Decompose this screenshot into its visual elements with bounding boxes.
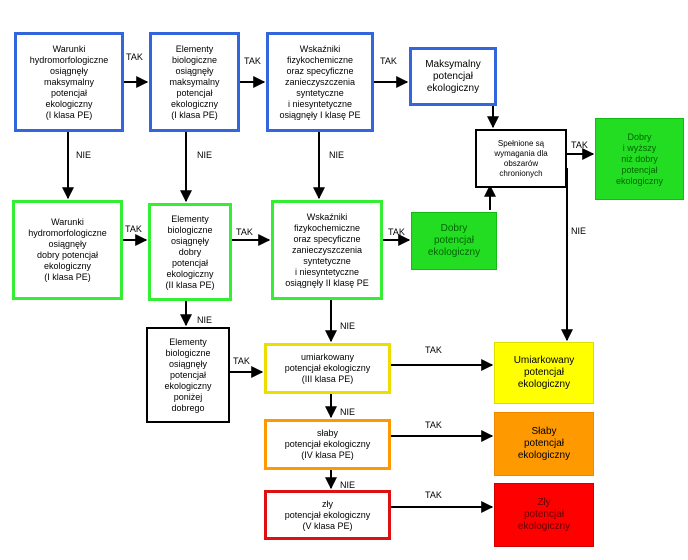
label-tak: TAK bbox=[571, 140, 588, 150]
label-tak: TAK bbox=[425, 345, 442, 355]
box-max-potential: Maksymalny potencjał ekologiczny bbox=[409, 47, 497, 106]
box-hydromorph-good: Warunki hydromorfologiczne osiągnęły dob… bbox=[12, 200, 123, 300]
label-tak: TAK bbox=[236, 227, 253, 237]
label-tak: TAK bbox=[126, 52, 143, 62]
label-tak: TAK bbox=[125, 224, 142, 234]
label-nie: NIE bbox=[571, 226, 587, 236]
box-hydromorph-max: Warunki hydromorfologiczne osiągnęły mak… bbox=[14, 32, 124, 132]
box-physchem-good: Wskaźniki fizykochemiczne oraz specyficz… bbox=[271, 200, 383, 300]
label-tak: TAK bbox=[244, 56, 261, 66]
label-nie: NIE bbox=[340, 407, 356, 417]
result-moderate: Umiarkowany potencjał ekologiczny bbox=[494, 342, 594, 404]
result-good: Dobry potencjał ekologiczny bbox=[411, 212, 497, 270]
box-physchem-max: Wskaźniki fizykochemiczne oraz specyficz… bbox=[266, 32, 374, 132]
box-moderate-class: umiarkowany potencjał ekologiczny (III k… bbox=[264, 343, 391, 394]
label-nie: NIE bbox=[76, 150, 92, 160]
label-tak: TAK bbox=[380, 56, 397, 66]
label-nie: NIE bbox=[329, 150, 345, 160]
label-tak: TAK bbox=[388, 227, 405, 237]
label-nie: NIE bbox=[197, 315, 213, 325]
box-protected-areas: Spełnione są wymagania dla obszarów chro… bbox=[475, 129, 567, 188]
label-nie: NIE bbox=[340, 480, 356, 490]
box-bio-below-good: Elementy biologiczne osiągnęły potencjał… bbox=[146, 327, 230, 423]
result-good-or-higher: Dobry i wyższy niż dobry potencjał ekolo… bbox=[595, 118, 684, 200]
label-tak: TAK bbox=[425, 420, 442, 430]
box-bio-good: Elementy biologiczne osiągnęły dobry pot… bbox=[148, 203, 232, 301]
result-poor: Słaby potencjał ekologiczny bbox=[494, 412, 594, 476]
box-bio-max: Elementy biologiczne osiągnęły maksymaln… bbox=[149, 32, 240, 132]
box-bad-class: zły potencjał ekologiczny (V klasa PE) bbox=[264, 490, 391, 540]
label-tak: TAK bbox=[233, 356, 250, 366]
label-nie: NIE bbox=[197, 150, 213, 160]
label-nie: NIE bbox=[340, 321, 356, 331]
result-bad: Zły potencjał ekologiczny bbox=[494, 483, 594, 547]
label-tak: TAK bbox=[425, 490, 442, 500]
box-poor-class: słaby potencjał ekologiczny (IV klasa PE… bbox=[264, 419, 391, 470]
